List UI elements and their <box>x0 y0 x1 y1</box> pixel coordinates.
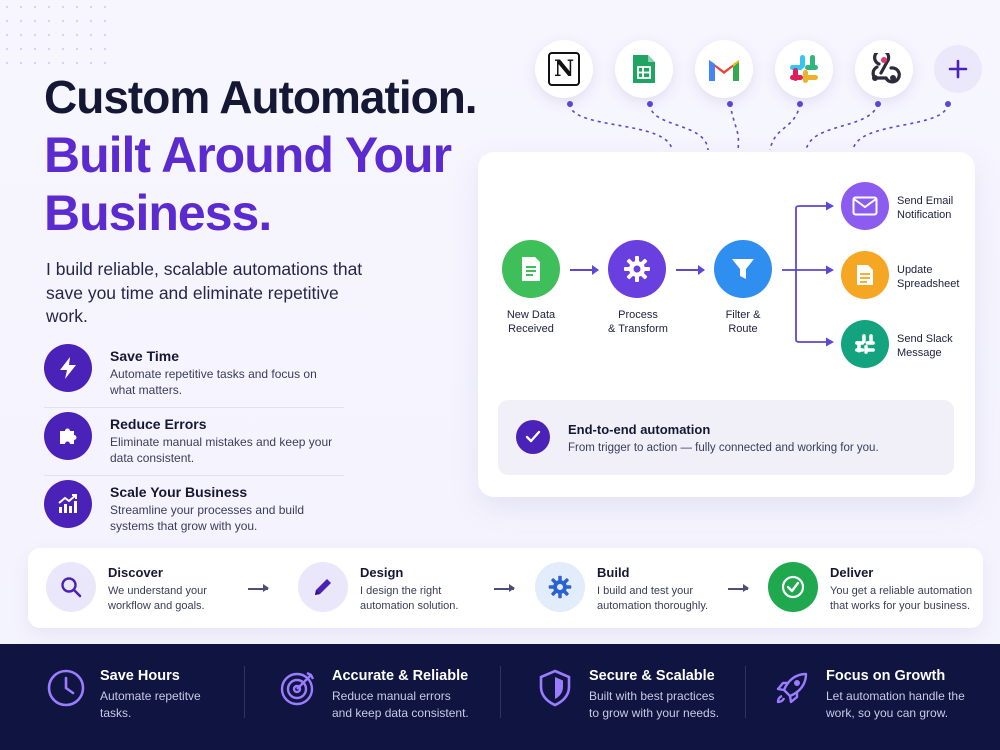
filter-icon[interactable] <box>714 240 772 298</box>
workflow-node-new-data-label: New Data Received <box>506 309 556 336</box>
flow-arrow <box>676 265 705 275</box>
spreadsheet-icon[interactable] <box>841 251 889 299</box>
decorative-dot-grid <box>0 0 110 70</box>
gear-icon <box>535 562 585 612</box>
footer-focus-growth: Focus on Growth Let automation handle th… <box>770 666 965 722</box>
shield-icon <box>533 666 577 710</box>
output-slack-label: Send Slack Message <box>897 333 953 360</box>
benefit-title: Scale Your Business <box>110 484 248 500</box>
hero-title-line-1: Custom Automation. <box>44 71 478 123</box>
branch-connector <box>782 201 834 347</box>
target-icon <box>276 666 320 710</box>
summary-title: End-to-end automation <box>568 422 711 437</box>
plus-icon[interactable] <box>934 45 982 93</box>
clock-icon <box>44 666 88 710</box>
footer-divider <box>244 666 245 718</box>
hero-subtitle: I build reliable, scalable automations t… <box>46 259 363 327</box>
notion-icon[interactable]: N <box>535 40 593 98</box>
growth-chart-icon <box>44 480 92 528</box>
flow-arrow <box>570 265 599 275</box>
document-icon[interactable] <box>502 240 560 298</box>
hero-title-line-2: Built Around Your <box>44 127 452 183</box>
footer-title: Secure & Scalable <box>589 668 715 684</box>
footer-title: Save Hours <box>100 668 180 684</box>
footer-title: Accurate & Reliable <box>332 668 469 684</box>
footer-secure: Secure & Scalable Built with best practi… <box>533 666 719 722</box>
footer-accurate: Accurate & Reliable Reduce manual errors… <box>276 666 469 722</box>
check-icon <box>516 420 550 454</box>
step-title: Design <box>360 565 404 580</box>
lightning-icon <box>44 344 92 392</box>
google-sheets-icon[interactable] <box>615 40 673 98</box>
step-arrow <box>248 585 269 591</box>
check-icon <box>768 562 818 612</box>
benefit-desc: Streamline your processes and build syst… <box>110 503 305 534</box>
slack-icon[interactable] <box>775 40 833 98</box>
output-email-label: Send Email Notification <box>897 195 954 222</box>
summary-desc: From trigger to action — fully connected… <box>568 442 879 454</box>
output-spreadsheet-label: Update Spreadsheet <box>897 264 960 291</box>
benefit-save-time: Save Time Automate repetitive tasks and … <box>44 344 344 408</box>
benefit-scale-business: Scale Your Business Streamline your proc… <box>44 480 344 544</box>
workflow-node-filter-label: Filter & Route <box>725 309 761 336</box>
step-title: Discover <box>108 565 163 580</box>
end-to-end-summary: End-to-end automation From trigger to ac… <box>498 400 954 475</box>
workflow-card: New Data Received Process & Transform Fi… <box>478 152 975 497</box>
envelope-icon[interactable] <box>841 182 889 230</box>
step-title: Deliver <box>830 565 874 580</box>
hero-title-line-3: Business. <box>44 185 272 241</box>
puzzle-icon <box>44 412 92 460</box>
benefit-desc: Automate repetitive tasks and focus on w… <box>110 367 317 398</box>
gear-icon[interactable] <box>608 240 666 298</box>
hero-title: Custom Automation. Built Around Your Bus… <box>44 71 478 241</box>
step-arrow <box>494 585 515 591</box>
gmail-icon[interactable] <box>695 40 753 98</box>
benefit-title: Reduce Errors <box>110 416 207 432</box>
step-title: Build <box>597 565 630 580</box>
search-icon <box>46 562 96 612</box>
slack-icon[interactable] <box>841 320 889 368</box>
footer-divider <box>745 666 746 718</box>
benefit-desc: Eliminate manual mistakes and keep your … <box>110 435 333 466</box>
footer-divider <box>500 666 501 718</box>
pencil-icon <box>298 562 348 612</box>
step-arrow <box>728 585 749 591</box>
benefit-reduce-errors: Reduce Errors Eliminate manual mistakes … <box>44 412 344 476</box>
rocket-icon <box>770 666 814 710</box>
webhook-icon[interactable] <box>855 40 913 98</box>
workflow-node-process-label: Process & Transform <box>608 309 668 336</box>
footer-title: Focus on Growth <box>826 668 946 684</box>
benefit-title: Save Time <box>110 348 180 364</box>
